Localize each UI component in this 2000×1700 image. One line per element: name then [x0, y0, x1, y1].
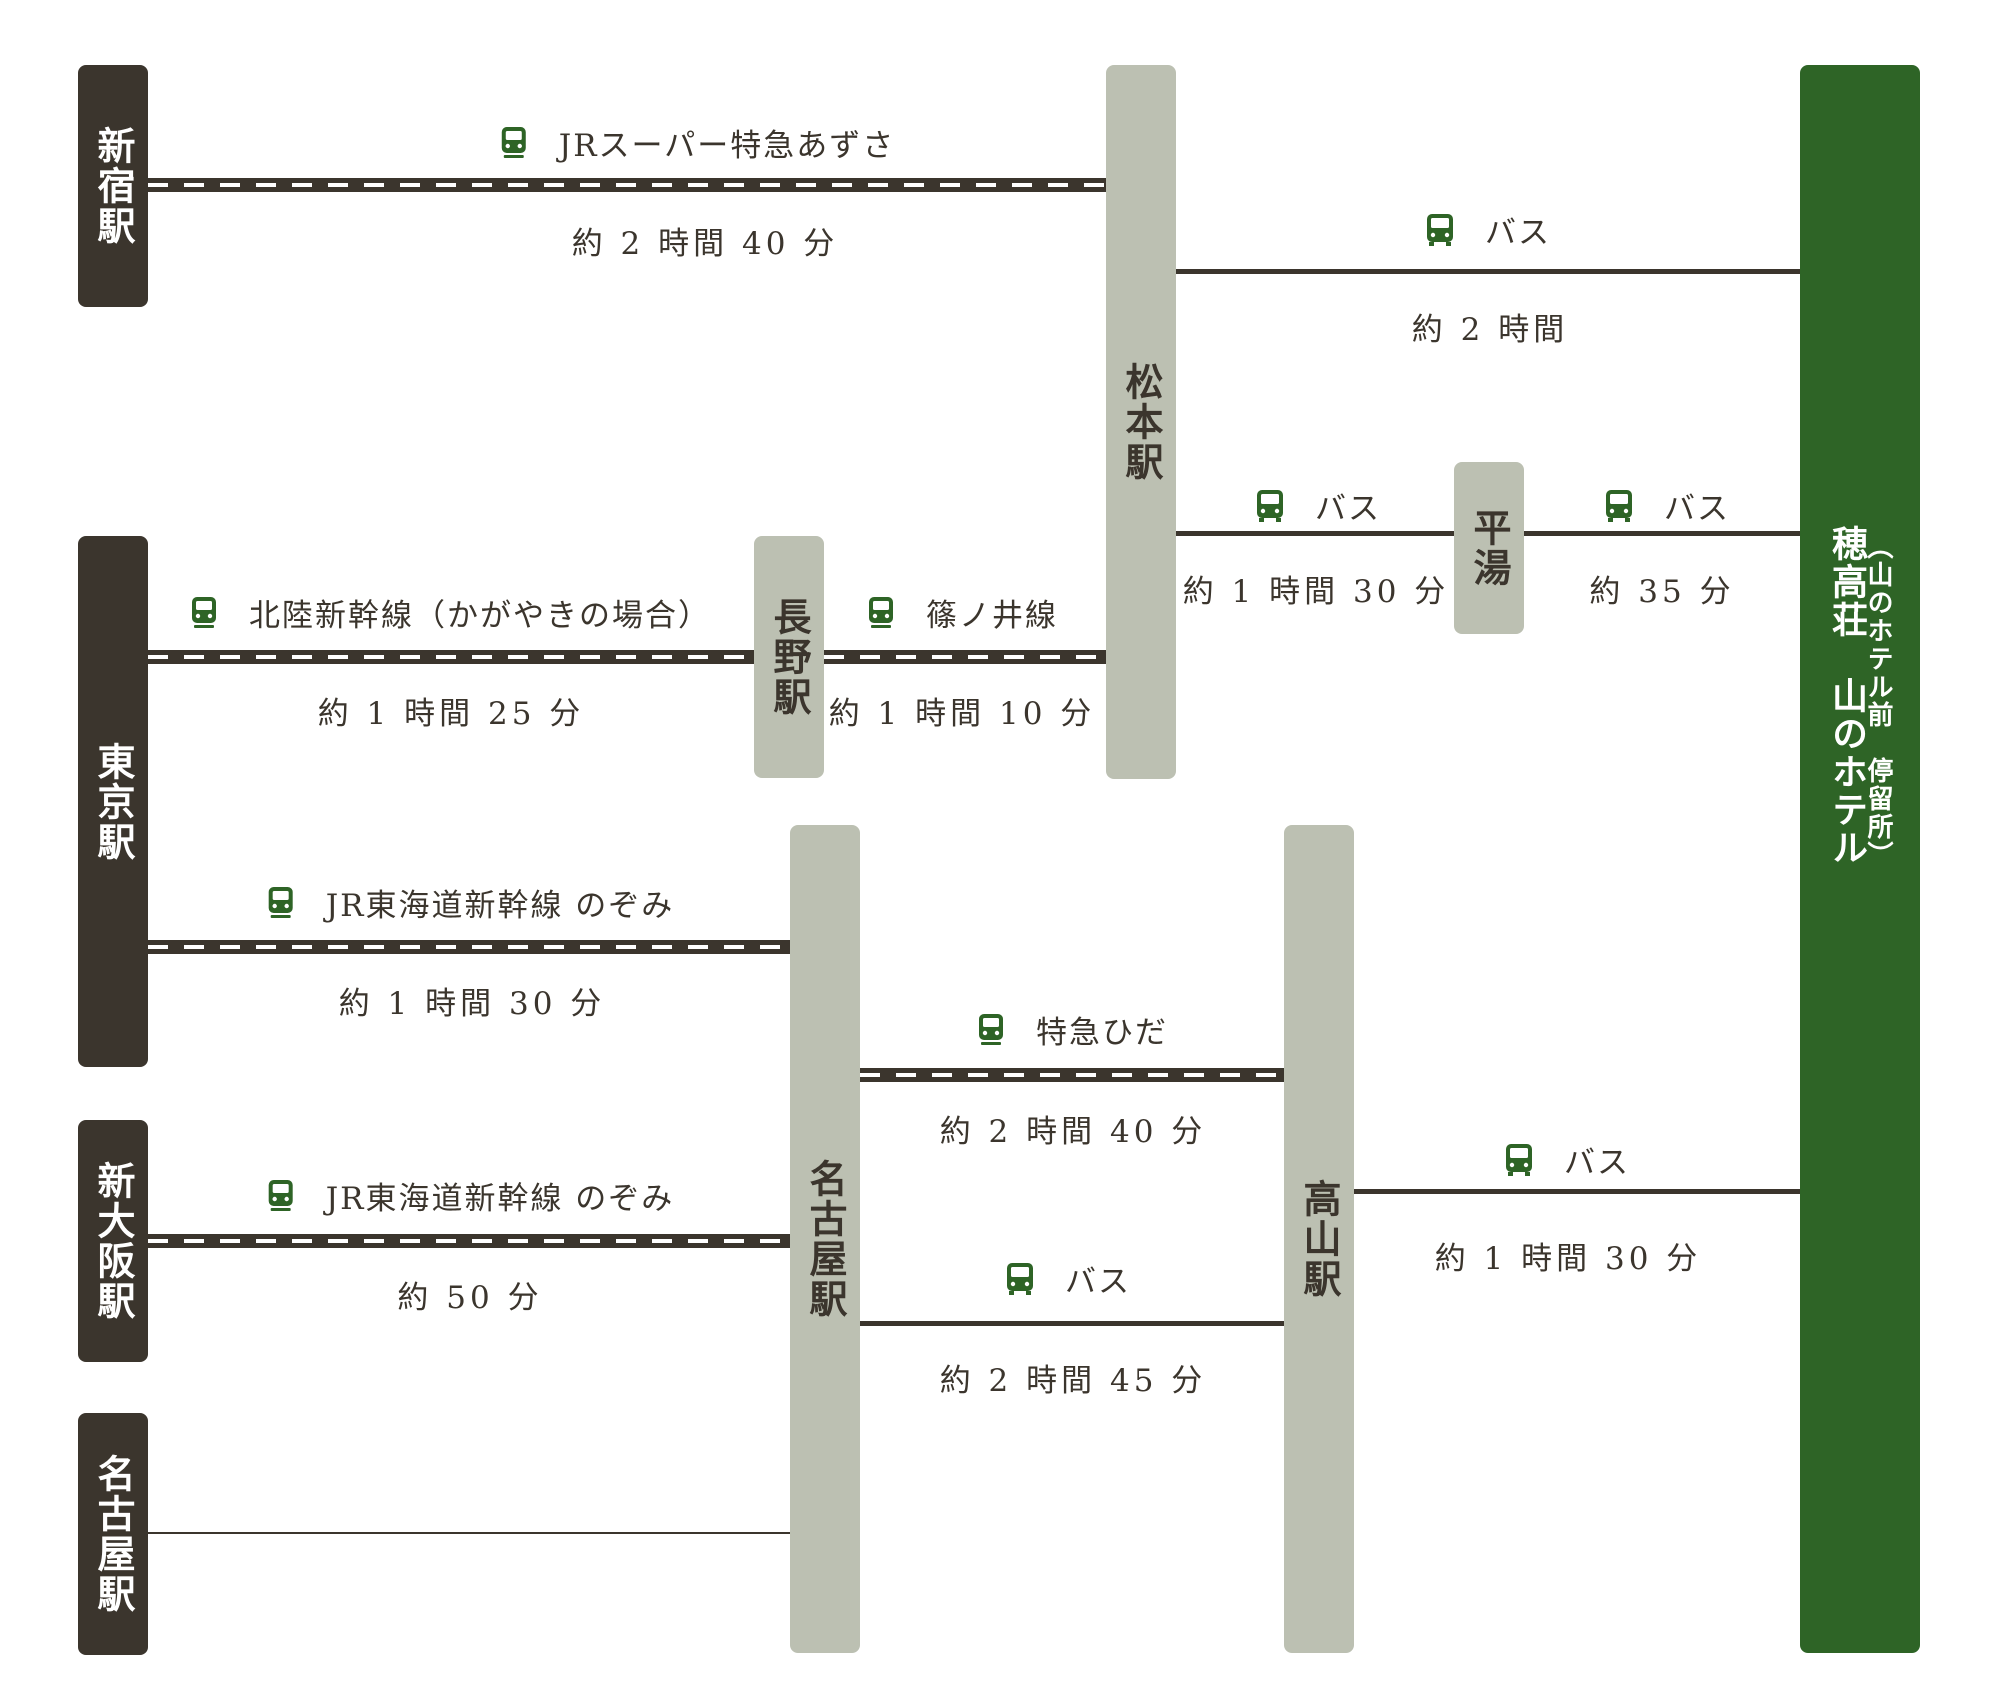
station-nagoya-origin: 名古屋駅 [78, 1413, 148, 1655]
station-label: 東京駅 [91, 741, 136, 862]
rail-line-shinosaka-nagoya [148, 1234, 790, 1248]
train-icon [268, 1179, 293, 1211]
train-icon [979, 1013, 1003, 1045]
route-mode-label: 北陸新幹線（かがやきの場合） [249, 598, 711, 634]
station-label: 名古屋駅 [91, 1454, 136, 1614]
station-tokyo: 東京駅 [78, 536, 148, 1067]
station-label: 松本駅 [1119, 362, 1164, 482]
route-time-nagoya-takayama-bus: 約 2 時間 45 分 [939, 1363, 1207, 1399]
route-mode-label: JR東海道新幹線 のぞみ [325, 1181, 675, 1217]
destination-name: 穂高荘 山のホテル [1826, 525, 1868, 867]
bus-icon [1257, 489, 1283, 522]
route-mode-shinjuku-matsumoto: JRスーパー特急あずさ [499, 120, 895, 165]
route-mode-label: バス [1564, 1145, 1630, 1181]
bus-icon [1007, 1262, 1033, 1295]
train-icon [192, 596, 216, 628]
rail-line-tokyo-nagoya [148, 940, 790, 954]
destination-hotel: 穂高荘 山のホテル（山のホテル前 停留所） [1800, 65, 1920, 1653]
station-matsumoto: 松本駅 [1106, 65, 1176, 779]
route-time-matsumoto-hotel: 約 2 時間 [1411, 312, 1569, 348]
station-nagoya-hub: 名古屋駅 [790, 825, 860, 1653]
bus-line-hirayu-hotel [1524, 531, 1800, 536]
route-mode-label: 特急ひだ [1036, 1015, 1168, 1051]
route-mode-nagoya-takayama-bus: バス [1005, 1256, 1131, 1301]
station-label: 長野駅 [767, 597, 812, 717]
rail-line-nagoya-takayama [860, 1068, 1284, 1082]
route-time-shinjuku-matsumoto: 約 2 時間 40 分 [571, 226, 839, 262]
destination-stop: （山のホテル前 停留所） [1863, 533, 1893, 869]
route-time-tokyo-nagoya: 約 1 時間 30 分 [338, 986, 606, 1022]
station-label: 平湯 [1467, 508, 1512, 588]
route-mode-nagoya-takayama-train: 特急ひだ [976, 1007, 1168, 1052]
route-mode-label: バス [1664, 491, 1730, 527]
bus-line-matsumoto-hotel [1176, 269, 1800, 274]
station-shinjuku: 新宿駅 [78, 65, 148, 307]
route-mode-label: 篠ノ井線 [926, 598, 1058, 634]
route-time-takayama-hotel: 約 1 時間 30 分 [1434, 1241, 1702, 1277]
station-nagano: 長野駅 [754, 536, 824, 778]
connector-nagoya-origin-hub [148, 1532, 790, 1534]
rail-line-tokyo-nagano [148, 650, 754, 664]
route-mode-label: JR東海道新幹線 のぞみ [325, 888, 675, 924]
route-time-matsumoto-hirayu: 約 1 時間 30 分 [1182, 574, 1450, 610]
station-takayama: 高山駅 [1284, 825, 1354, 1653]
route-mode-tokyo-nagoya: JR東海道新幹線 のぞみ [266, 880, 675, 925]
station-hirayu: 平湯 [1454, 462, 1524, 634]
train-icon [268, 886, 293, 918]
route-mode-label: バス [1065, 1264, 1131, 1300]
station-shin-osaka: 新大阪駅 [78, 1120, 148, 1362]
bus-line-takayama-hotel [1354, 1189, 1800, 1194]
station-label: 名古屋駅 [803, 1159, 848, 1319]
route-mode-hirayu-hotel: バス [1604, 483, 1730, 528]
route-mode-shinosaka-nagoya: JR東海道新幹線 のぞみ [266, 1173, 675, 1218]
route-mode-label: バス [1315, 491, 1381, 527]
rail-line-nagano-matsumoto [824, 650, 1106, 664]
route-mode-matsumoto-hirayu: バス [1255, 483, 1381, 528]
bus-icon [1506, 1143, 1532, 1176]
route-mode-takayama-hotel: バス [1504, 1137, 1630, 1182]
route-time-nagano-matsumoto: 約 1 時間 10 分 [828, 696, 1096, 732]
route-time-tokyo-nagano: 約 1 時間 25 分 [317, 696, 585, 732]
station-label: 新大阪駅 [91, 1161, 136, 1321]
train-icon [869, 596, 893, 628]
bus-line-nagoya-takayama [860, 1321, 1284, 1326]
rail-line-shinjuku-matsumoto [148, 178, 1106, 192]
bus-icon [1606, 489, 1632, 522]
route-mode-tokyo-nagano: 北陸新幹線（かがやきの場合） [189, 590, 711, 635]
route-mode-label: JRスーパー特急あずさ [558, 128, 896, 164]
route-mode-label: バス [1485, 215, 1551, 251]
station-label: 新宿駅 [91, 126, 136, 246]
route-mode-matsumoto-hotel: バス [1425, 207, 1551, 252]
bus-line-matsumoto-hirayu [1176, 531, 1454, 536]
route-mode-nagano-matsumoto: 篠ノ井線 [866, 590, 1058, 635]
station-label: 高山駅 [1297, 1179, 1342, 1299]
route-time-shinosaka-nagoya: 約 50 分 [397, 1280, 543, 1316]
route-time-hirayu-hotel: 約 35 分 [1589, 574, 1735, 610]
route-time-nagoya-takayama-train: 約 2 時間 40 分 [939, 1114, 1207, 1150]
bus-icon [1427, 213, 1453, 246]
train-icon [501, 126, 526, 158]
